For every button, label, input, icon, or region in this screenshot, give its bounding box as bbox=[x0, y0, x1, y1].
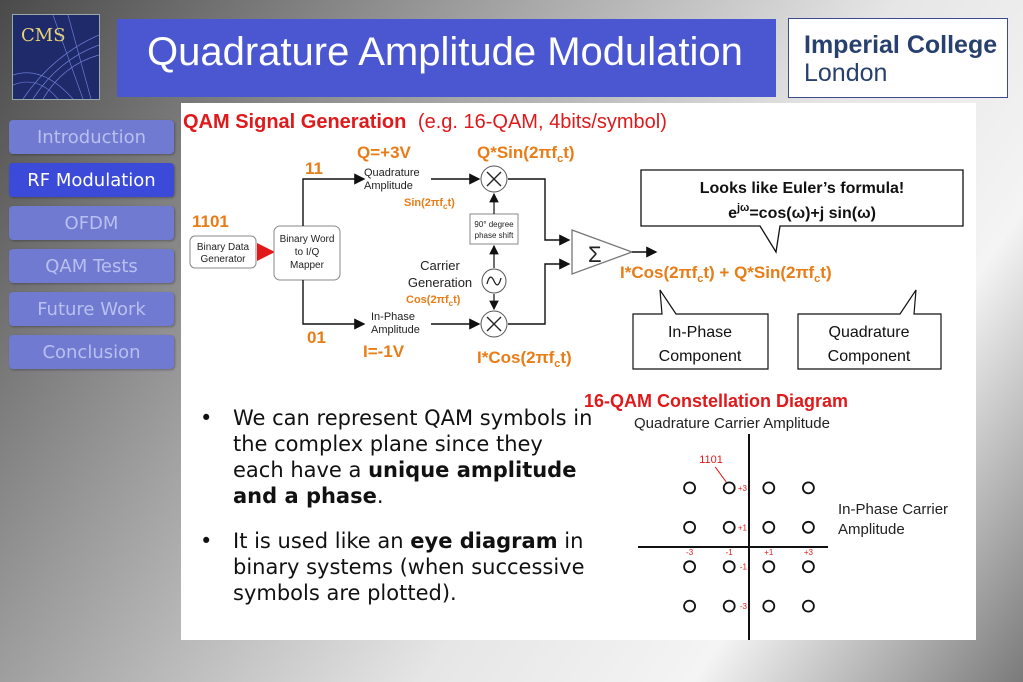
cos-label: Cos(2πfct) bbox=[406, 294, 461, 308]
constellation-marks: -3 -1 +1 +3 +3 +1 -1 -3 1101 bbox=[683, 454, 815, 613]
quadrature-component-callout: Quadrature Component bbox=[797, 289, 942, 370]
q-mixer-icon bbox=[480, 165, 508, 193]
annotation-label: 1101 bbox=[699, 454, 723, 466]
carrier-label-1: Carrier bbox=[420, 258, 460, 273]
quadrature-amplitude-label-1: Quadrature bbox=[364, 167, 420, 179]
q-to-sum-line bbox=[508, 178, 571, 246]
mapper-label-1: Binary Word bbox=[280, 234, 335, 245]
constellation-point bbox=[722, 599, 736, 613]
svg-text:Looks like Euler’s formula!: Looks like Euler’s formula! bbox=[700, 180, 905, 197]
svg-text:Component: Component bbox=[828, 348, 911, 365]
bullet-1-text: We can represent QAM symbols in the comp… bbox=[233, 406, 593, 508]
constellation-point bbox=[683, 520, 696, 534]
i-to-sum-line bbox=[508, 258, 571, 325]
nav-item-future-work[interactable]: Future Work bbox=[9, 292, 174, 326]
phase-label-2: phase shift bbox=[475, 231, 514, 240]
nav-item-introduction[interactable]: Introduction bbox=[9, 120, 174, 154]
inphase-component-callout: In-Phase Component bbox=[632, 289, 769, 370]
qam-diagram: QAM Signal Generation (e.g. 16-QAM, 4bit… bbox=[183, 111, 964, 640]
page-title: Quadrature Amplitude Modulation bbox=[147, 30, 743, 74]
constellation-point bbox=[802, 560, 815, 574]
carrier-label-2: Generation bbox=[408, 275, 472, 290]
mapper-label-2: to I/Q bbox=[295, 247, 320, 258]
nav-item-ofdm[interactable]: OFDM bbox=[9, 206, 174, 240]
bdg-label-1: Binary Data bbox=[197, 242, 250, 253]
nav-item-qam-tests[interactable]: QAM Tests bbox=[9, 249, 174, 283]
imperial-logo-line2: London bbox=[804, 59, 888, 87]
bullet-2-text: It is used like an eye diagram in binary… bbox=[233, 529, 585, 605]
i-product-label: I*Cos(2πfct) bbox=[477, 348, 572, 370]
qam-heading: QAM Signal Generation (e.g. 16-QAM, 4bit… bbox=[183, 111, 667, 133]
phase-label-1: 90° degree bbox=[474, 220, 514, 229]
constellation-point bbox=[762, 481, 776, 495]
cms-logo: CMS bbox=[12, 14, 100, 100]
bits-1101-label: 1101 bbox=[192, 212, 229, 231]
svg-text:Quadrature: Quadrature bbox=[829, 324, 910, 341]
inphase-amplitude-label-2: Amplitude bbox=[371, 324, 420, 336]
constellation-point bbox=[762, 599, 776, 613]
nav-item-conclusion[interactable]: Conclusion bbox=[9, 335, 174, 369]
y-tick-label: +3 bbox=[738, 484, 748, 493]
x-tick-label: +1 bbox=[764, 548, 774, 557]
constellation-point bbox=[802, 481, 815, 495]
chart-title: 16-QAM Constellation Diagram bbox=[584, 391, 848, 411]
bullet-dot: • bbox=[200, 529, 213, 553]
iq-mapper-box bbox=[273, 225, 341, 281]
y-tick-label: -3 bbox=[740, 602, 748, 611]
chart-xlabel-2: Amplitude bbox=[838, 521, 905, 538]
constellation-point bbox=[683, 599, 696, 613]
y-tick-label: +1 bbox=[738, 523, 748, 532]
quadrature-amplitude-label-2: Amplitude bbox=[364, 180, 413, 192]
constellation-point bbox=[802, 520, 815, 534]
bits-11-label: 11 bbox=[305, 159, 323, 178]
constellation-point bbox=[802, 599, 815, 613]
annotation-pointer bbox=[714, 466, 727, 483]
constellation-point bbox=[722, 560, 736, 574]
imperial-logo: Imperial College London bbox=[788, 18, 1008, 98]
binary-data-generator-box bbox=[189, 235, 257, 269]
x-tick-label: -1 bbox=[726, 548, 734, 557]
chart-xlabel-1: In-Phase Carrier bbox=[838, 501, 948, 518]
i-value-label: I=-1V bbox=[363, 342, 405, 361]
q-branch-line bbox=[302, 173, 366, 226]
constellation-point bbox=[762, 520, 776, 534]
q-value-label: Q=+3V bbox=[357, 143, 412, 162]
constellation-point bbox=[762, 560, 776, 574]
nav-item-rf-modulation[interactable]: RF Modulation bbox=[9, 163, 174, 197]
constellation-point bbox=[683, 481, 696, 495]
phase-shift-box bbox=[469, 213, 519, 245]
svg-text:Component: Component bbox=[659, 348, 742, 365]
title-bar bbox=[117, 19, 776, 97]
q-product-label: Q*Sin(2πfct) bbox=[477, 143, 575, 165]
i-branch-line bbox=[302, 280, 366, 330]
imperial-logo-line1: Imperial College bbox=[804, 31, 998, 59]
i-mixer-icon bbox=[480, 310, 508, 338]
chart-ylabel: Quadrature Carrier Amplitude bbox=[634, 415, 830, 432]
bullet-dot: • bbox=[200, 406, 213, 430]
summer-icon: Σ bbox=[571, 229, 634, 275]
svg-text:In-Phase: In-Phase bbox=[668, 324, 732, 341]
euler-callout: Looks like Euler’s formula! ejω=cos(ω)+j… bbox=[640, 169, 964, 254]
inphase-amplitude-label-1: In-Phase bbox=[371, 311, 415, 323]
y-tick-label: -1 bbox=[740, 563, 748, 572]
bdg-label-2: Generator bbox=[200, 254, 246, 265]
x-tick-label: +3 bbox=[804, 548, 814, 557]
constellation-point bbox=[683, 560, 696, 574]
x-tick-label: -3 bbox=[686, 548, 694, 557]
svg-text:Σ: Σ bbox=[588, 242, 602, 267]
svg-text:ejω=cos(ω)+j sin(ω): ejω=cos(ω)+j sin(ω) bbox=[728, 202, 876, 222]
constellation-point bbox=[722, 520, 736, 534]
sin-label: Sin(2πfct) bbox=[404, 197, 455, 211]
constellation-point bbox=[722, 481, 736, 495]
bits-01-label: 01 bbox=[307, 328, 326, 347]
sine-oscillator-icon bbox=[481, 268, 507, 294]
output-expression: I*Cos(2πfct) + Q*Sin(2πfct) bbox=[620, 263, 832, 285]
mapper-label-3: Mapper bbox=[290, 260, 325, 271]
logo-text: CMS bbox=[21, 25, 66, 46]
